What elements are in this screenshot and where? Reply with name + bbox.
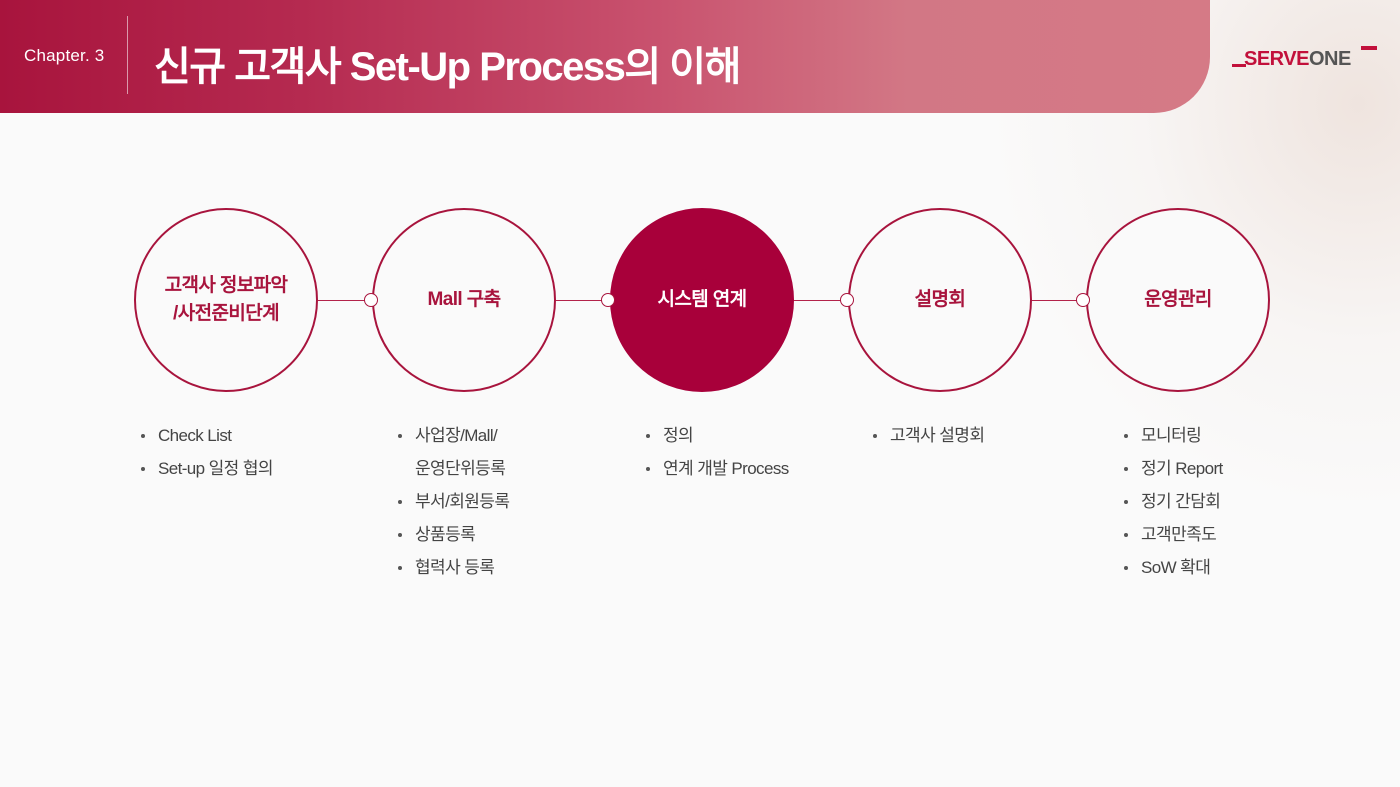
step-label: 고객사 정보파악 /사전준비단계 (164, 275, 288, 324)
logo-bar-right (1361, 46, 1377, 50)
connector-line-1 (318, 300, 374, 301)
connector-line-2 (556, 300, 612, 301)
list-item: 고객사 설명회 (871, 419, 985, 452)
connector-node-4 (1076, 293, 1090, 307)
list-item-continuation: 운영단위등록 (415, 459, 506, 478)
header-band: Chapter. 3 신규 고객사 Set-Up Process의 이해 (0, 0, 1210, 113)
detail-list-mall-build: 사업장/Mall/ 운영단위등록 부서/회원등록 상품등록 협력사 등록 (396, 419, 510, 584)
list-item: 연계 개발 Process (644, 452, 789, 485)
process-step-operations: 운영관리 (1086, 208, 1270, 392)
list-item: 정기 간담회 (1122, 485, 1223, 518)
connector-node-3 (840, 293, 854, 307)
list-item: 부서/회원등록 (396, 485, 510, 518)
list-item: 모니터링 (1122, 419, 1223, 452)
connector-line-4 (1032, 300, 1088, 301)
connector-node-1 (364, 293, 378, 307)
detail-list-system-integration: 정의 연계 개발 Process (644, 419, 789, 485)
list-item: 사업장/Mall/ (396, 419, 509, 452)
process-step-system-integration: 시스템 연계 (610, 208, 794, 392)
logo-text-red: S (1244, 48, 1257, 70)
logo-text-main: ERVE (1256, 48, 1310, 70)
list-item: SoW 확대 (1122, 551, 1223, 584)
step-label: 시스템 연계 (657, 289, 747, 310)
list-item: 협력사 등록 (396, 551, 509, 584)
process-step-briefing: 설명회 (848, 208, 1032, 392)
header-divider (127, 16, 128, 94)
step-label: 운영관리 (1144, 289, 1212, 310)
step-label: 설명회 (914, 289, 966, 310)
logo-text: SERVEONE (1244, 48, 1351, 71)
serveone-logo: SERVEONE (1232, 44, 1377, 70)
step-label: Mall 구축 (427, 289, 502, 310)
process-step-info-gathering: 고객사 정보파악 /사전준비단계 (134, 208, 318, 392)
list-item: Set-up 일정 협의 (139, 452, 274, 485)
chapter-label: Chapter. 3 (24, 46, 105, 65)
page-title: 신규 고객사 Set-Up Process의 이해 (154, 45, 741, 89)
logo-text-end: ONE (1308, 48, 1351, 70)
logo-bar-left (1232, 64, 1246, 67)
detail-list-info-gathering: Check List Set-up 일정 협의 (139, 419, 274, 485)
list-item: 정기 Report (1122, 452, 1223, 485)
connector-node-2 (601, 293, 615, 307)
detail-list-briefing: 고객사 설명회 (871, 419, 985, 452)
list-item: 정의 (644, 419, 789, 452)
connector-line-3 (794, 300, 850, 301)
list-item: 고객만족도 (1122, 518, 1223, 551)
detail-list-operations: 모니터링 정기 Report 정기 간담회 고객만족도 SoW 확대 (1122, 419, 1223, 584)
list-item: Check List (139, 419, 273, 452)
list-item: 상품등록 (396, 518, 509, 551)
process-step-mall-build: Mall 구축 (372, 208, 556, 392)
